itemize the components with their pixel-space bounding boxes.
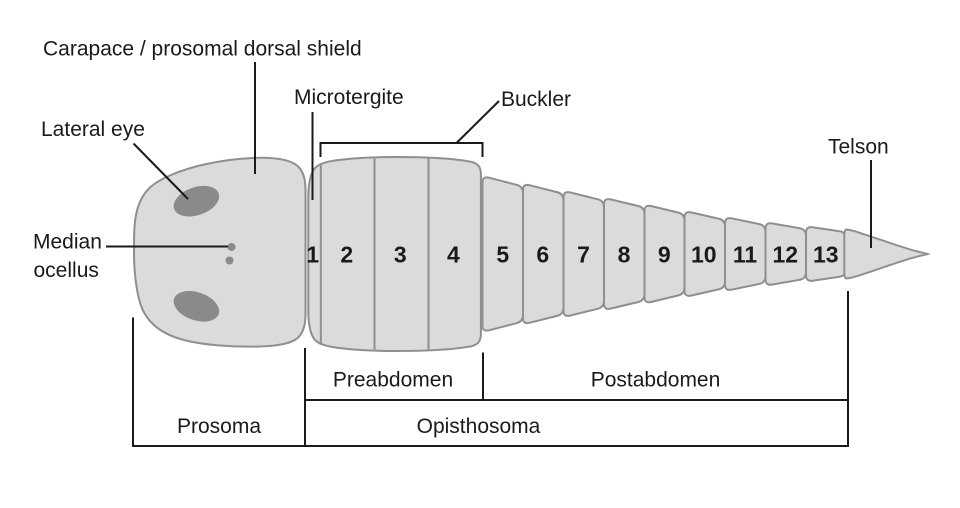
svg-text:Lateral eye: Lateral eye xyxy=(41,118,145,141)
svg-text:7: 7 xyxy=(577,242,590,268)
svg-text:6: 6 xyxy=(536,242,549,268)
svg-text:4: 4 xyxy=(447,242,460,268)
svg-text:10: 10 xyxy=(691,242,717,268)
svg-text:Postabdomen: Postabdomen xyxy=(591,369,721,392)
svg-text:11: 11 xyxy=(733,242,758,268)
svg-text:9: 9 xyxy=(658,242,671,268)
svg-text:Opisthosoma: Opisthosoma xyxy=(417,415,541,438)
svg-text:Telson: Telson xyxy=(828,136,889,159)
svg-text:8: 8 xyxy=(618,242,631,268)
svg-text:2: 2 xyxy=(340,242,353,268)
svg-text:Median: Median xyxy=(33,230,102,253)
svg-text:1: 1 xyxy=(306,242,319,268)
svg-text:12: 12 xyxy=(773,242,799,268)
svg-text:Prosoma: Prosoma xyxy=(177,415,261,438)
svg-text:Microtergite: Microtergite xyxy=(294,86,404,109)
svg-text:3: 3 xyxy=(394,242,407,268)
svg-text:ocellus: ocellus xyxy=(34,259,99,282)
svg-text:5: 5 xyxy=(496,242,509,268)
svg-text:Preabdomen: Preabdomen xyxy=(333,369,453,392)
svg-text:Buckler: Buckler xyxy=(501,88,571,111)
svg-text:13: 13 xyxy=(813,242,839,268)
svg-text:Carapace / prosomal dorsal shi: Carapace / prosomal dorsal shield xyxy=(43,38,362,61)
